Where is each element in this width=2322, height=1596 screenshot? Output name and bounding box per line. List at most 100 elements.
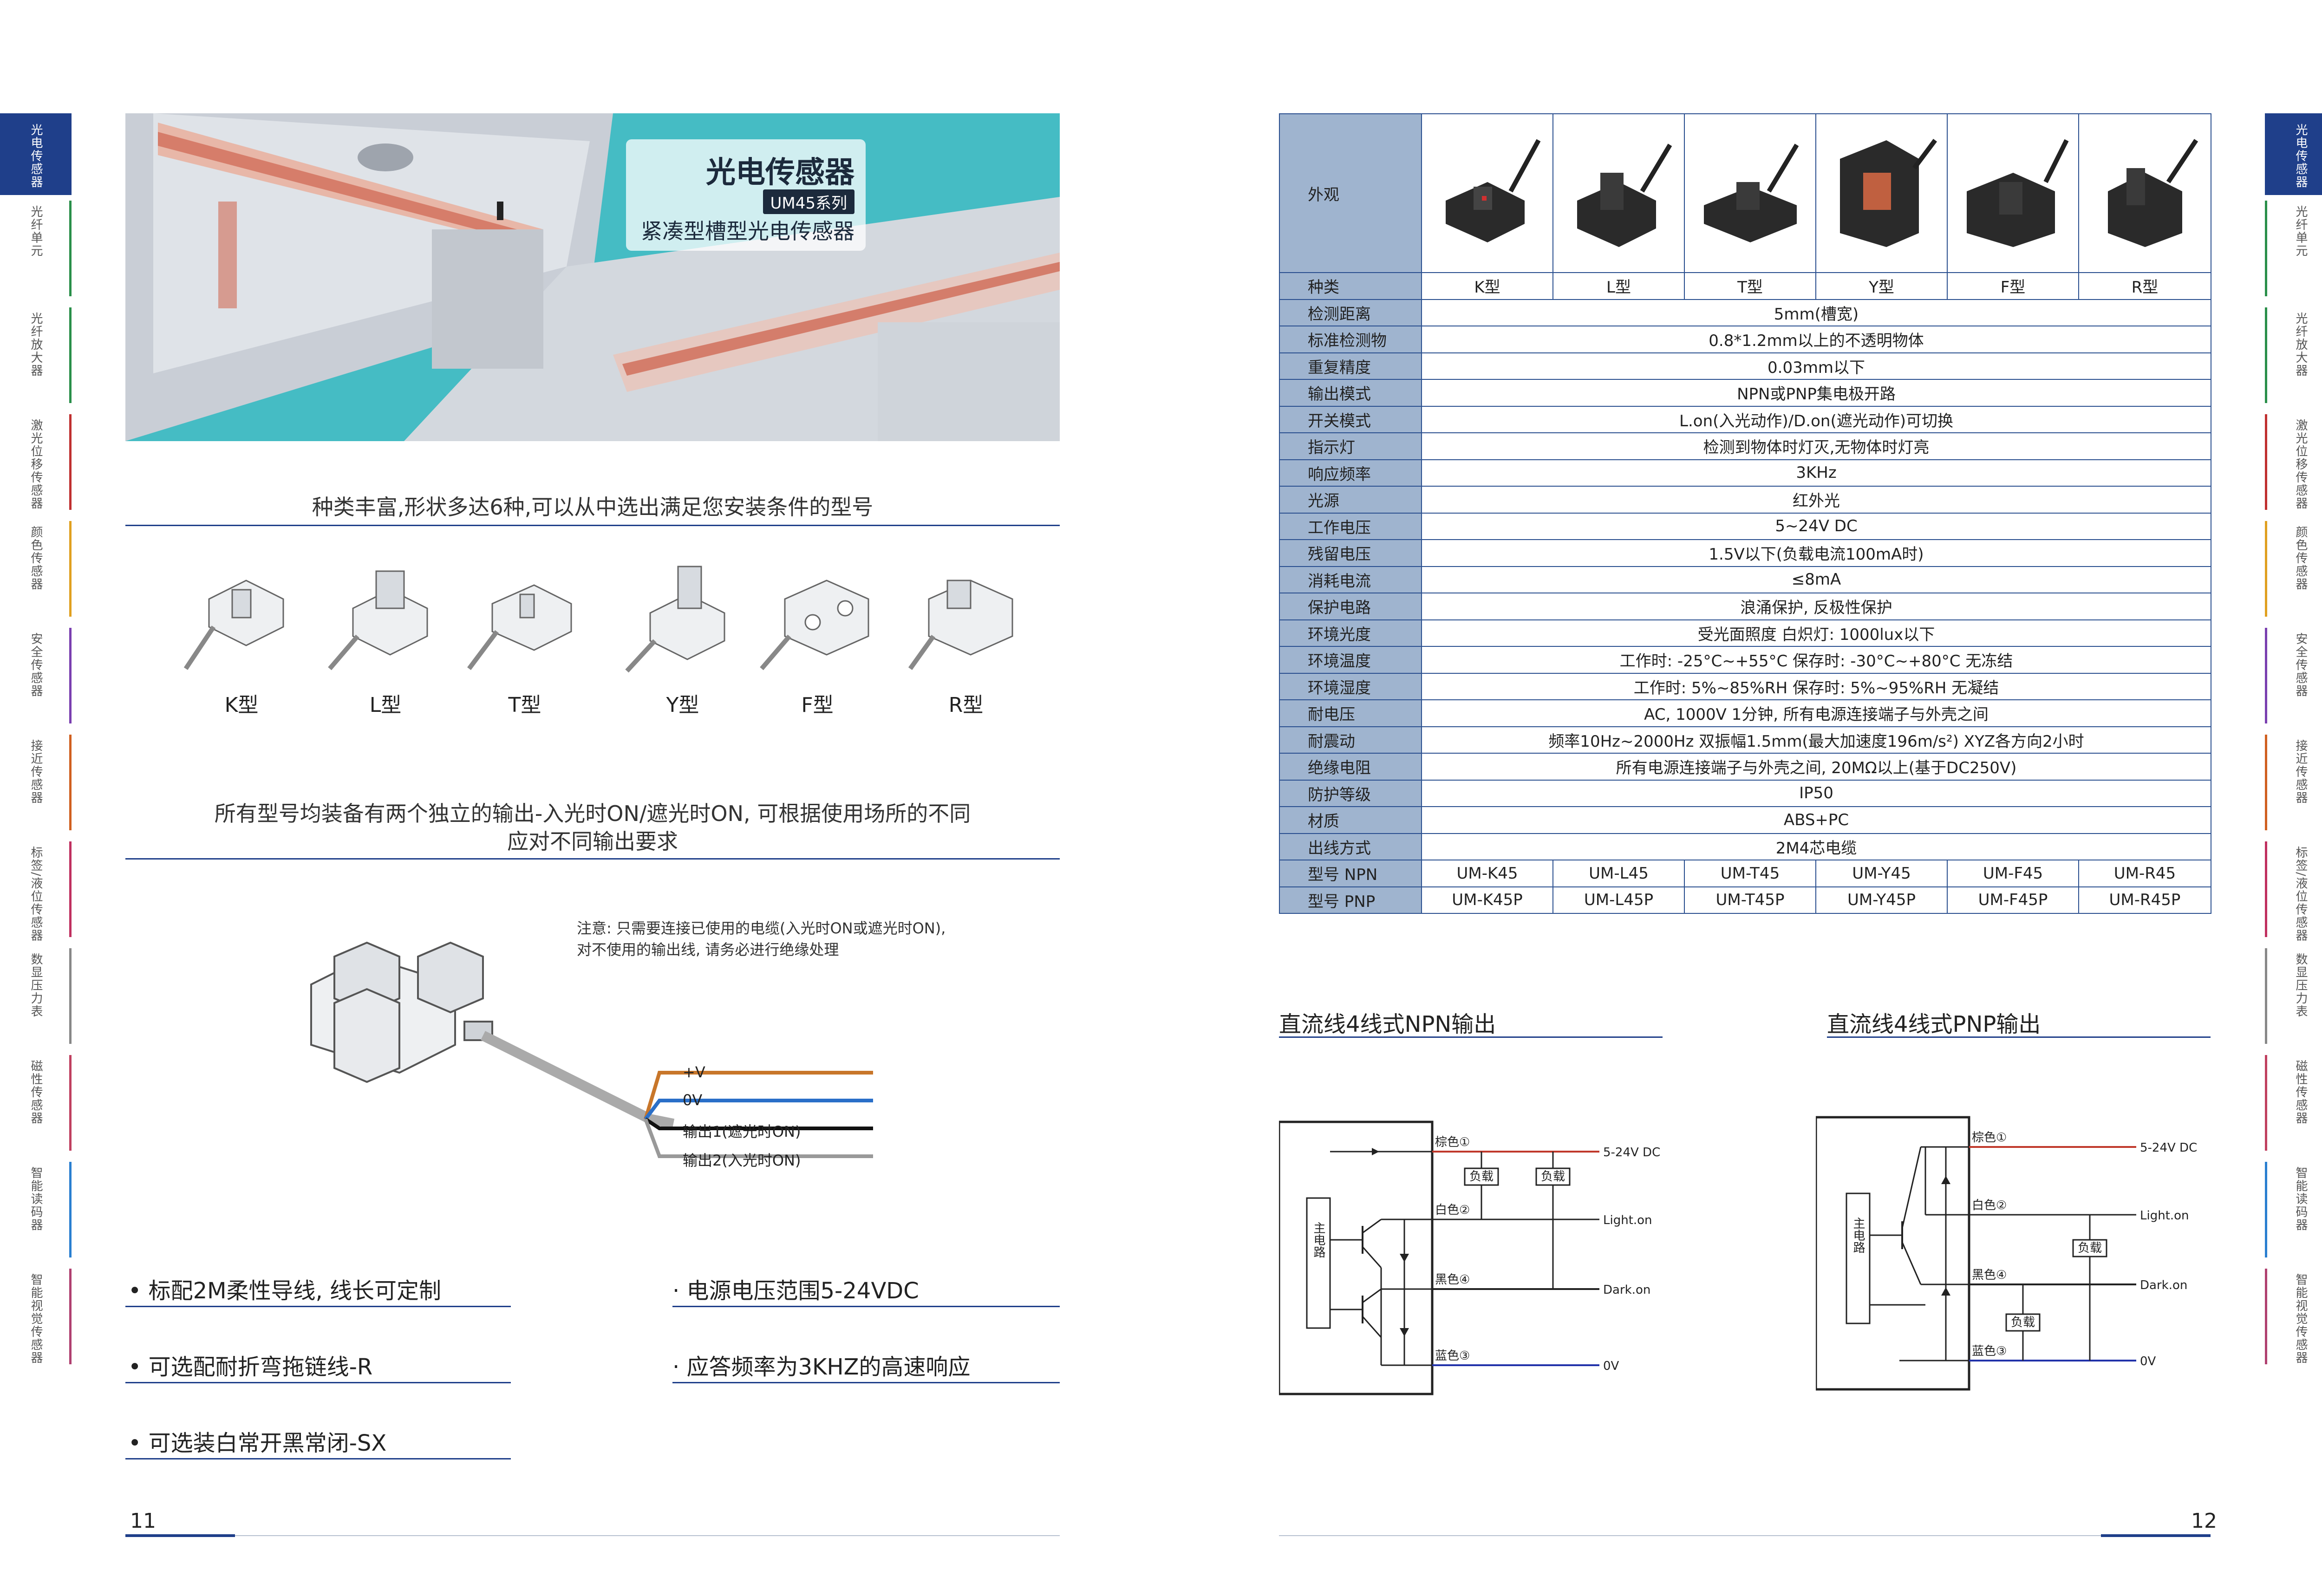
spec-row: 消耗电流≤8mA [1279, 566, 2211, 593]
tab-fiber-amplifier[interactable]: 光纤放大器 [2265, 302, 2322, 409]
tab-proximity-sensor[interactable]: 接近传感器 [2265, 729, 2322, 836]
sensor-type-label: T型 [508, 693, 541, 717]
tab-label-level-sensor[interactable]: 标签/液位传感器 [0, 836, 72, 943]
tab-photoelectric-sensor[interactable]: 光电传感器 [2265, 113, 2322, 195]
output-note: 注意: 只需要连接已使用的电缆(入光时ON或遮光时ON), 对不使用的输出线, … [577, 918, 946, 960]
tab-magnetic-sensor[interactable]: 磁性传感器 [2265, 1049, 2322, 1156]
hero-card: 光电传感器 UM45系列 紧凑型槽型光电传感器 [626, 139, 866, 251]
feature-drag-chain: • 可选配耐折弯拖链线-R [128, 1354, 373, 1380]
spec-label: 重复精度 [1279, 352, 1422, 380]
spec-row-model-pnp: 型号 PNP UM-K45P UM-L45P UM-T45P UM-Y45P U… [1279, 886, 2211, 914]
model-npn: UM-F45 [1947, 860, 2079, 887]
sensor-type-f: F型 [757, 562, 878, 718]
footer-line-right [1279, 1535, 2211, 1536]
pnp-dark-on-label: Dark.on [2140, 1278, 2187, 1292]
spec-value: 3KHz [1421, 459, 2211, 487]
hero-subtitle: 紧凑型槽型光电传感器 [641, 219, 854, 244]
spec-label: 出线方式 [1279, 833, 1422, 860]
sensor-r-photo [2107, 138, 2198, 247]
spec-row-model-npn: 型号 NPN UM-K45 UM-L45 UM-T45 UM-Y45 UM-F4… [1279, 860, 2211, 887]
spec-row-type: 种类 K型 L型 T型 Y型 F型 R型 [1279, 272, 2211, 300]
tab-proximity-sensor[interactable]: 接近传感器 [0, 729, 72, 836]
page-number-right: 12 [2191, 1509, 2217, 1533]
spec-label: 型号 PNP [1279, 886, 1422, 914]
spec-label: 防护等级 [1279, 779, 1422, 807]
tab-laser-displacement-sensor[interactable]: 激光位移传感器 [0, 409, 72, 515]
spec-value: L.on(入光动作)/D.on(遮光动作)可切换 [1421, 405, 2211, 433]
spec-label: 输出模式 [1279, 379, 1422, 407]
model-pnp: UM-K45P [1421, 886, 1553, 914]
tab-safety-sensor[interactable]: 安全传感器 [2265, 622, 2322, 729]
npn-black-label: 黑色④ [1435, 1273, 1470, 1287]
page-number-left: 11 [130, 1509, 156, 1533]
output-section-title-line2: 应对不同输出要求 [507, 829, 678, 854]
spec-row: 耐震动频率10Hz~2000Hz 双振幅1.5mm(最大加速度196m/s²) … [1279, 726, 2211, 754]
tab-smart-vision-sensor[interactable]: 智能视觉传感器 [0, 1263, 72, 1370]
tab-fiber-amplifier[interactable]: 光纤放大器 [0, 302, 72, 409]
tab-safety-sensor[interactable]: 安全传感器 [0, 622, 72, 729]
model-pnp: UM-R45P [2078, 886, 2211, 914]
model-pnp: UM-L45P [1552, 886, 1685, 914]
spec-row: 环境湿度工作时: 5%~85%RH 保存时: 5%~95%RH 无凝结 [1279, 672, 2211, 700]
tab-label-level-sensor[interactable]: 标签/液位传感器 [2265, 836, 2322, 943]
spec-value: AC, 1000V 1分钟, 所有电源连接端子与外壳之间 [1421, 699, 2211, 727]
tab-fiber-unit[interactable]: 光纤单元 [2265, 195, 2322, 302]
wire-label-output2: 输出2(入光时ON) [683, 1152, 801, 1169]
sensor-type-label: R型 [948, 693, 984, 717]
sensor-f-photo [1966, 139, 2068, 247]
tab-digital-pressure-gauge[interactable]: 数显压力表 [2265, 943, 2322, 1049]
npn-brown-label: 棕色① [1435, 1135, 1470, 1149]
spec-value: 1.5V以下(负载电流100mA时) [1421, 539, 2211, 567]
spec-value: 5mm(槽宽) [1421, 299, 2211, 326]
npn-light-on-label: Light.on [1603, 1213, 1652, 1227]
wire-colors-diagram [644, 1071, 873, 1158]
feature-cable: • 标配2M柔性导线, 线长可定制 [128, 1278, 442, 1304]
tab-color-sensor[interactable]: 颜色传感器 [2265, 515, 2322, 622]
feature-divider [672, 1306, 1060, 1307]
tab-fiber-unit[interactable]: 光纤单元 [0, 195, 72, 302]
npn-load-2: 负载 [1541, 1170, 1565, 1184]
footer-line-left [125, 1535, 1060, 1536]
spec-value: 浪涌保护, 反极性保护 [1421, 593, 2211, 620]
tab-laser-displacement-sensor[interactable]: 激光位移传感器 [2265, 409, 2322, 515]
pnp-load-1: 负载 [2078, 1241, 2102, 1255]
tab-digital-pressure-gauge[interactable]: 数显压力表 [0, 943, 72, 1049]
spec-label: 环境湿度 [1279, 672, 1422, 700]
hero-series-badge: UM45系列 [763, 189, 854, 214]
spec-row: 环境光度受光面照度 白炽灯: 1000lux以下 [1279, 619, 2211, 647]
spec-label: 环境温度 [1279, 646, 1422, 674]
output-section-title-line1: 所有型号均装备有两个独立的输出-入光时ON/遮光时ON, 可根据使用场所的不同 [214, 801, 971, 826]
right-category-tabs: 光电传感器 光纤单元 光纤放大器 激光位移传感器 颜色传感器 安全传感器 接近传… [2265, 113, 2322, 1370]
tab-photoelectric-sensor[interactable]: 光电传感器 [0, 113, 72, 195]
spec-label: 检测距离 [1279, 299, 1422, 326]
model-npn: UM-R45 [2078, 860, 2211, 887]
appearance-r [2078, 113, 2211, 273]
types-section-divider [125, 525, 1060, 526]
sensor-type-t: T型 [464, 562, 585, 718]
pnp-0v-label: 0V [2140, 1355, 2156, 1368]
spec-cell: K型 [1421, 272, 1553, 300]
sensor-type-l: L型 [325, 562, 446, 718]
feature-divider [125, 1458, 511, 1459]
spec-cell: Y型 [1815, 272, 1948, 300]
output-note-line2: 对不使用的输出线, 请务必进行绝缘处理 [577, 941, 839, 958]
appearance-k [1421, 113, 1553, 273]
tab-magnetic-sensor[interactable]: 磁性传感器 [0, 1049, 72, 1156]
npn-circuit-diagram: 主电路 负载 负载 棕色① 白色② 黑色④ 蓝色③ 5-24V DC Light… [1279, 1120, 1660, 1395]
spec-value: ≤8mA [1421, 566, 2211, 593]
sensor-t-drawing [467, 584, 572, 670]
spec-label: 开关模式 [1279, 405, 1422, 433]
spec-value: 0.03mm以下 [1421, 352, 2211, 380]
tab-smart-code-reader[interactable]: 智能读码器 [2265, 1156, 2322, 1263]
sensor-l-drawing [328, 570, 428, 671]
tab-smart-vision-sensor[interactable]: 智能视觉传感器 [2265, 1263, 2322, 1370]
tab-smart-code-reader[interactable]: 智能读码器 [0, 1156, 72, 1263]
sensor-y-photo [1839, 138, 1937, 247]
sensor-k-photo [1445, 139, 1540, 242]
npn-blue-label: 蓝色③ [1435, 1349, 1470, 1363]
tab-color-sensor[interactable]: 颜色传感器 [0, 515, 72, 622]
hero-title: 光电传感器 [706, 156, 854, 190]
